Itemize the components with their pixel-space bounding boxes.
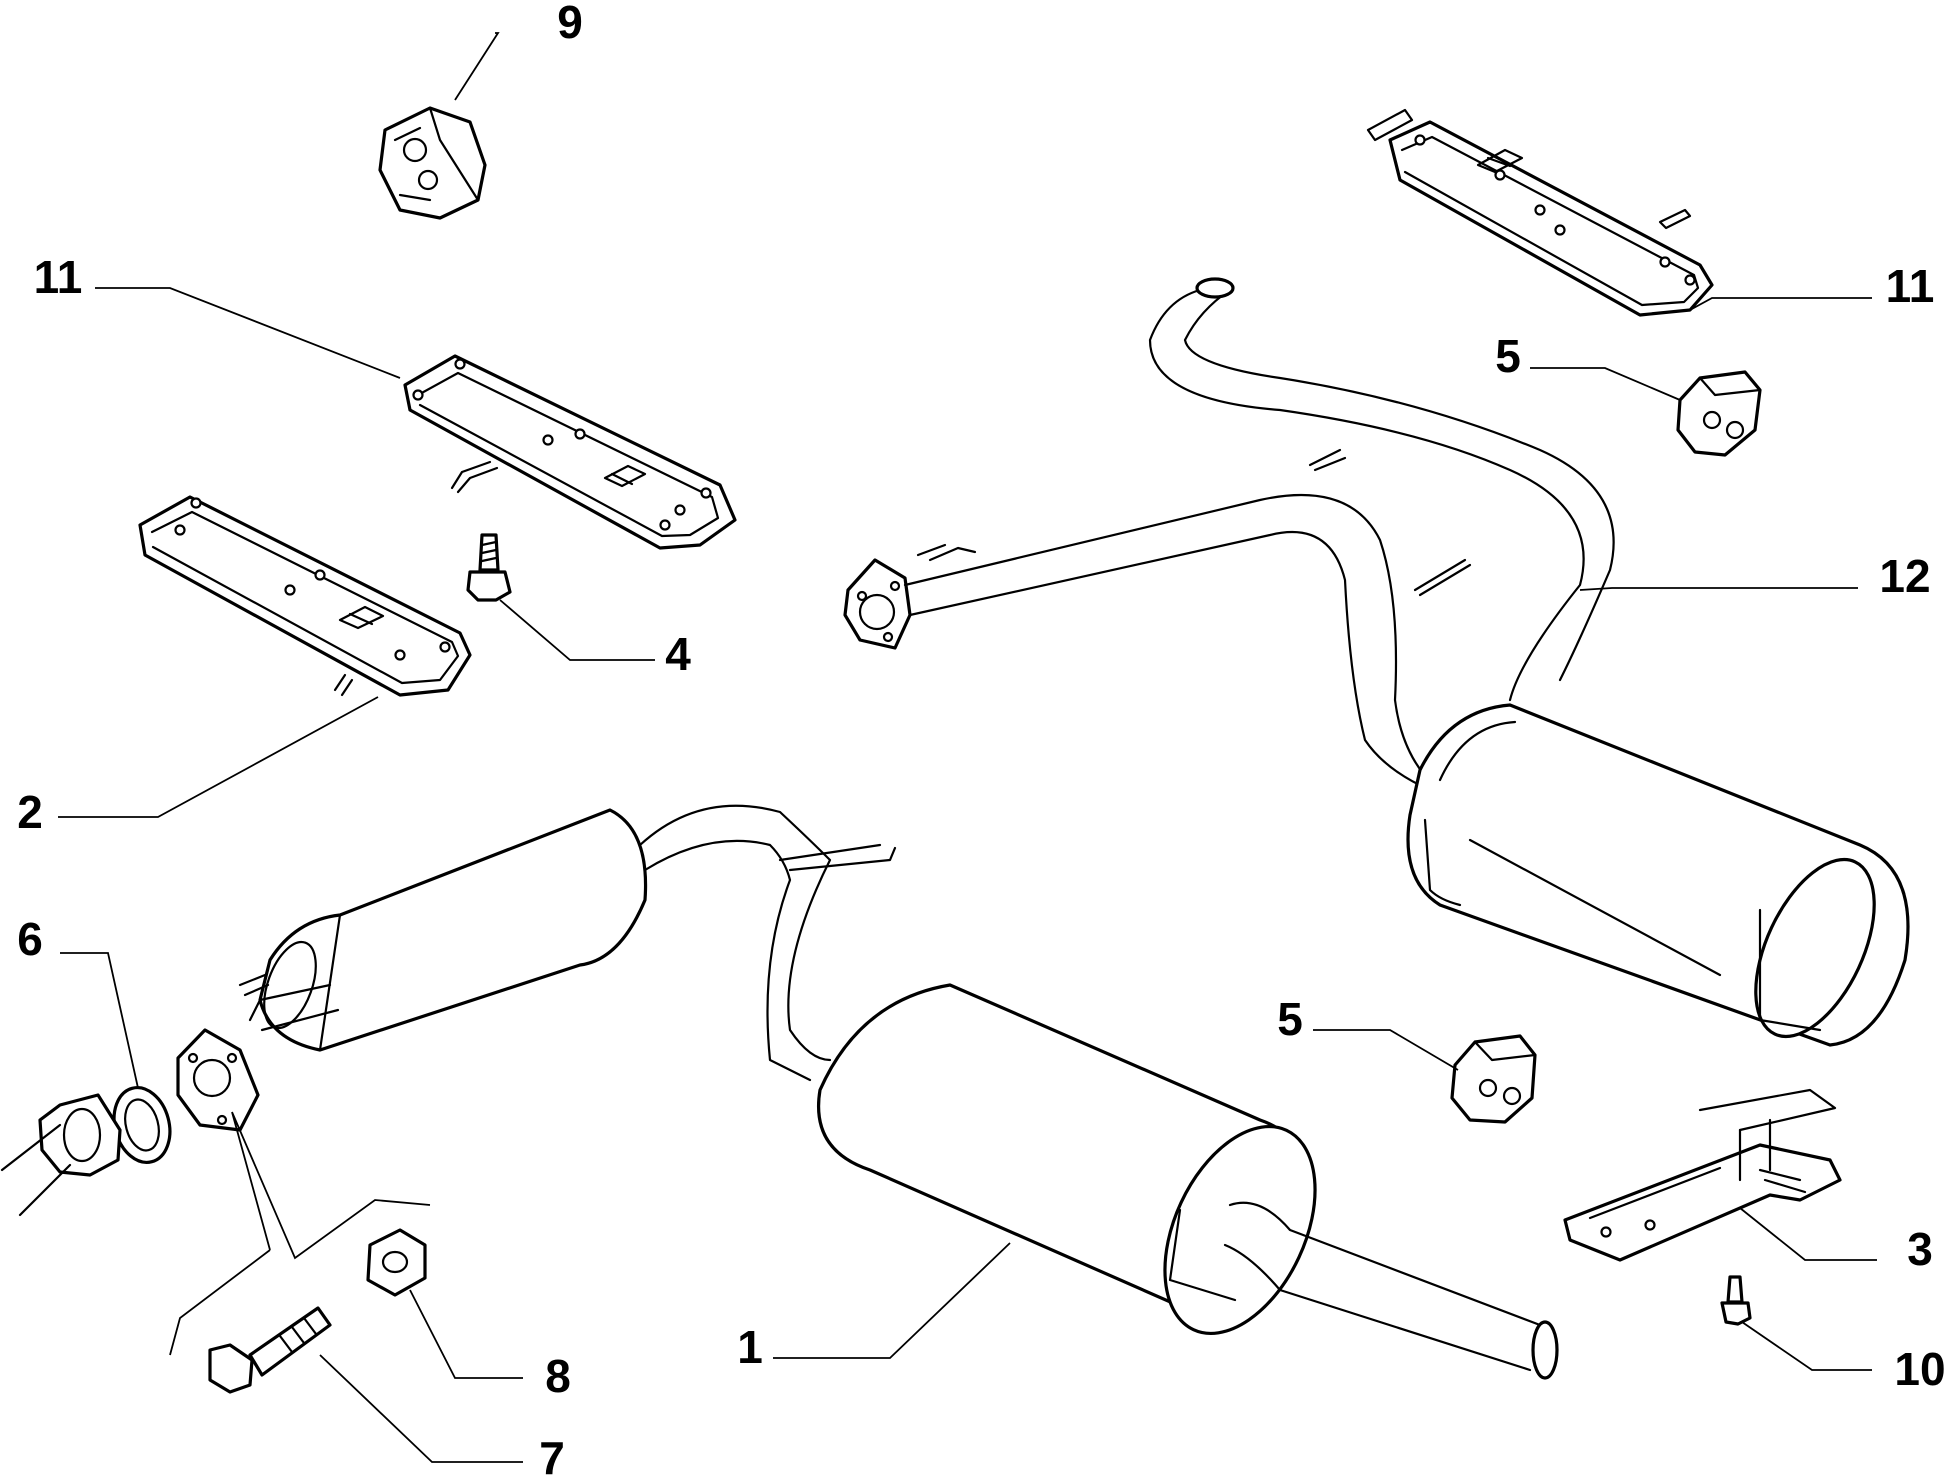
part-8-nut: [366, 1228, 427, 1297]
callout-7: 7: [539, 1432, 565, 1482]
leader-lines: [58, 32, 1877, 1463]
part-11-heat-shield-left: [403, 354, 737, 550]
leader-2: [58, 696, 379, 818]
leader-10: [1741, 1321, 1872, 1371]
leader-8: [409, 1289, 523, 1379]
leader-12: [1579, 587, 1858, 591]
leader-flange-bolts-b: [169, 1249, 271, 1356]
part-4-screw: [466, 533, 512, 602]
callout-12: 12: [1879, 550, 1930, 602]
callout-4: 4: [665, 628, 691, 680]
part-10-screw: [1720, 1275, 1752, 1326]
leader-3: [1739, 1207, 1877, 1261]
part-5-rubber-mount-lower: [1450, 1034, 1537, 1124]
callout-5-lower: 5: [1277, 993, 1303, 1045]
part-9-rubber-mount: [378, 106, 487, 220]
callout-8: 8: [545, 1350, 571, 1402]
callout-2: 2: [17, 786, 43, 838]
leader-flange-bolts: [231, 1111, 431, 1260]
part-3-mounting-bracket: [1563, 1088, 1842, 1262]
leader-4: [499, 599, 655, 661]
callouts: 9 11 2 4 11 5 12 6 5 3 1 10 8 7: [17, 0, 1945, 1482]
part-11-heat-shield-right: [1366, 108, 1714, 317]
leader-5-lower: [1313, 1029, 1459, 1071]
part-5-rubber-mount-upper: [1676, 370, 1762, 457]
leader-9: [454, 32, 500, 101]
part-2-heat-shield: [138, 495, 472, 697]
leader-5-upper: [1530, 367, 1681, 401]
callout-11-left: 11: [34, 251, 83, 303]
leader-1: [773, 1242, 1011, 1359]
callout-11-right: 11: [1886, 260, 1935, 312]
callout-6: 6: [17, 913, 43, 965]
manifold-outlet-pipe: [0, 1093, 122, 1217]
leader-7: [319, 1354, 523, 1463]
callout-3: 3: [1907, 1223, 1933, 1275]
callout-1: 1: [737, 1321, 763, 1373]
callout-5-upper: 5: [1495, 330, 1521, 382]
leader-11-left: [95, 287, 401, 379]
part-1-front-silencer-assembly: [176, 804, 1559, 1380]
part-7-bolt: [208, 1306, 332, 1394]
callout-10: 10: [1894, 1343, 1945, 1395]
callout-9: 9: [557, 0, 583, 48]
part-12-rear-silencer-assembly: [843, 277, 1910, 1047]
leader-6: [60, 952, 139, 1089]
leader-11-right: [1689, 297, 1872, 311]
